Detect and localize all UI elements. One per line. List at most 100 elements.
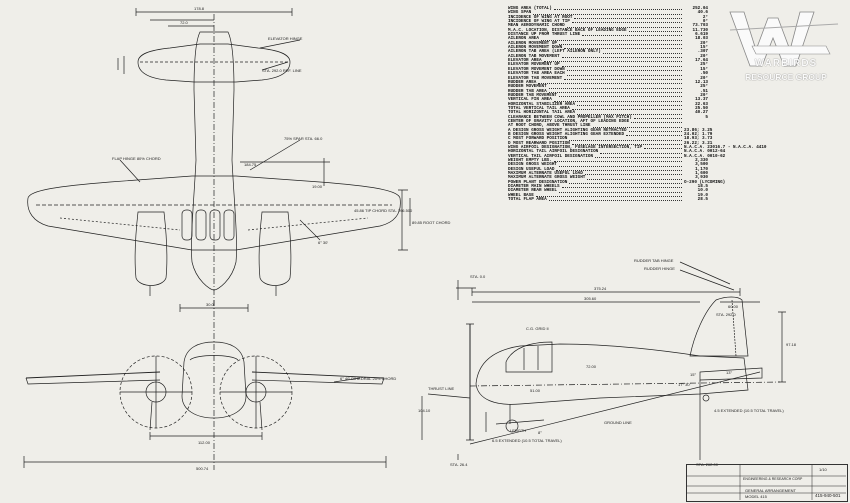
front-dihedral-label: 6° 40' DIHEDRAL 25% CHORD — [340, 376, 396, 381]
spec-leader — [566, 72, 682, 76]
spec-value: 1,600 — [695, 171, 708, 177]
spec-label: D MOST REARWARD POSITION — [508, 140, 570, 146]
spec-value: 20° — [700, 75, 708, 81]
spec-value: N.A.C.A. 0012-64 — [684, 149, 726, 155]
spec-leader — [574, 16, 682, 20]
spec-value: .307 — [697, 49, 708, 55]
spec-label: TOTAL VERTICAL TAIL AREA — [508, 105, 570, 111]
spec-leader — [556, 168, 682, 172]
spec-label: B DESIGN GROSS WEIGHT ALIGHTING GEAR EXT… — [508, 131, 625, 137]
spec-label: RUDDER MOVEMENT — [508, 84, 547, 90]
gear-length-label: LENGTH — [510, 428, 526, 433]
spec-label: RUDDER TAB MOVEMENT — [508, 92, 557, 98]
spec-value: 26.22; 3.21 — [684, 140, 713, 146]
spec-label: ELEVATOR MOVEMENT UP — [508, 62, 560, 68]
spec-label: AILERON AREA — [508, 36, 539, 42]
top-dihedral-label: 6° 30' — [318, 240, 328, 245]
spec-leader — [548, 90, 682, 93]
spec-value: 28.5 — [697, 197, 708, 203]
spec-leader — [644, 146, 682, 150]
tip-chord-label: 45.86 TIP CHORD STA. 196.500 — [354, 208, 413, 213]
spec-row: TOTAL VERTICAL TAIL AREA 25.50 — [508, 105, 708, 111]
spec-label: MEAN AERODYNAMIC CHORD — [508, 23, 565, 29]
spec-value: O-290 (LYCOMING) — [684, 179, 726, 185]
spec-value: 18.5 — [697, 184, 708, 190]
spec-leader — [577, 103, 682, 106]
spec-leader — [566, 68, 682, 72]
wheel-travel-note-2: 6.5 EXTENDED (10.5 TOTAL TRAVEL) — [492, 438, 562, 443]
spec-label: ELEVATOR AREA — [508, 58, 542, 64]
spec-label: TOTAL HORIZONTAL TAIL AREA — [508, 110, 576, 116]
spec-label: MAXIMUM ALTERNATE USEFUL LOAD — [508, 171, 583, 177]
spec-label: AILERON TAB MOVEMENT — [508, 53, 560, 59]
cg-label: C.G. GRID II — [526, 326, 549, 331]
title-block-sheet: 1/10 — [819, 467, 827, 472]
angle-c-label: 8° — [538, 430, 542, 435]
spec-leader — [543, 59, 682, 63]
spec-leader — [564, 46, 682, 50]
spec-label: HORIZONTAL TAIL AIRFOIL DESIGNATION — [508, 149, 599, 155]
top-dim-a: 178.8 — [194, 6, 205, 11]
spec-row: TOTAL FLAP AREA 28.5 — [508, 197, 708, 203]
warbirds-logo: WARBIRDS RESOURCE GROUP — [726, 8, 844, 100]
side-length-total: 375.24 — [594, 286, 607, 291]
spec-label: MAXIMUM ALTERNATE GROSS WEIGHT — [508, 175, 586, 181]
spec-label: WHEEL BASE — [508, 192, 534, 198]
spec-row: CLEARANCE BETWEEN COWL AND PROPELLER (MA… — [508, 115, 708, 120]
spec-leader — [559, 42, 682, 46]
spec-label: DESIGN GROSS WEIGHT — [508, 162, 557, 168]
spec-row: AT ROOT CHORD, ABOVE THRUST LINE — [508, 123, 708, 128]
station-d-label: STA. 26.4 — [450, 462, 468, 467]
spec-value: 10.0 — [697, 188, 708, 194]
front-span-dim: 500.74 — [196, 466, 209, 471]
side-hdim-b: 72.00 — [586, 364, 597, 369]
spec-value: 18.03 — [695, 36, 708, 42]
side-hdim-a: 51.00 — [530, 388, 541, 393]
logo-line-2: RESOURCE GROUP — [745, 72, 827, 82]
spec-label: TOTAL FLAP AREA — [508, 197, 547, 203]
spec-label: INCIDENCE OF WING AT ROOT — [508, 14, 573, 20]
spec-leader — [571, 142, 682, 145]
spec-row: WING AREA (TOTAL)252.04 — [508, 6, 708, 11]
spec-leader — [602, 50, 682, 54]
spec-row: AILERON TAB AREA (LEFT AILERON ONLY).307 — [508, 49, 708, 55]
spec-leader — [584, 172, 682, 176]
elevator-hinge-label: ELEVATOR HINGE — [268, 36, 303, 41]
spec-value: 25° — [700, 84, 708, 90]
spec-leader — [587, 176, 682, 180]
angle-a-label: 17° 30' — [678, 382, 691, 387]
flap-hinge-label: FLAP HINGE 80% CHORD — [112, 156, 161, 161]
spec-leader — [559, 189, 682, 193]
ground-line-label: GROUND LINE — [604, 420, 632, 425]
spec-leader — [559, 163, 682, 167]
rudder-tab-hinge-label: RUDDER TAB HINGE — [634, 258, 674, 263]
spec-label: CENTER OF GRAVITY LOCATION, AFT OF LEADI… — [508, 118, 630, 124]
spec-label: WEIGHT EMPTY LBS. — [508, 158, 552, 164]
top-dim-d: 19.00 — [312, 184, 323, 189]
spec-value: N.A.C.A. 0010-62 — [684, 153, 726, 159]
station-a-label: STA. 0.0 — [470, 274, 486, 279]
side-view — [421, 261, 786, 460]
spec-value: 1,170 — [695, 166, 708, 172]
spec-value: .51 — [700, 88, 708, 94]
spec-leader — [595, 155, 682, 159]
thrust-line-label: THRUST LINE — [428, 386, 454, 391]
spec-value: 25.50 — [695, 105, 708, 111]
spec-leader — [564, 77, 682, 80]
spec-leader — [631, 120, 682, 124]
spec-value: 15° — [700, 66, 708, 72]
spec-value: 2° — [702, 14, 708, 20]
spec-value: 24.02; 1.79 — [684, 131, 713, 137]
side-length-front: 305.60 — [584, 296, 597, 301]
